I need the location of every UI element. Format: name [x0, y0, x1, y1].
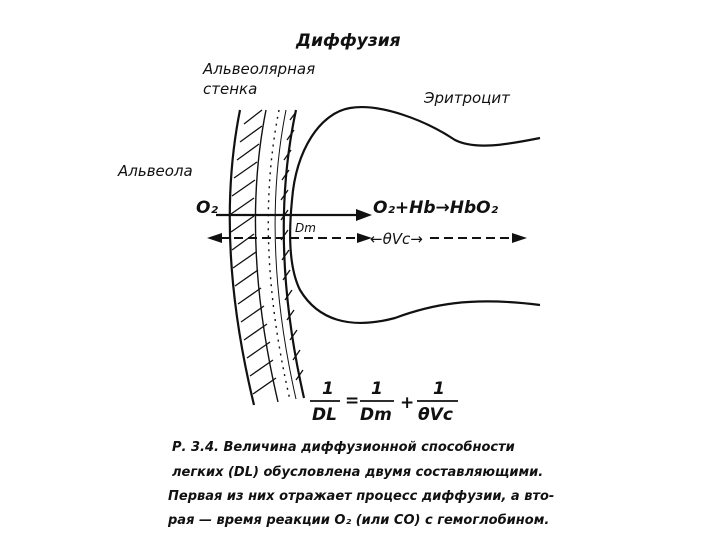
caption-line-3: Первая из них отражает процесс диффузии,… — [168, 489, 554, 504]
ovc-arrow — [430, 233, 527, 243]
caption-line-2: легких (DL) обусловлена двумя составляющ… — [172, 465, 543, 480]
eq-term2-denominator: θVc — [418, 405, 453, 425]
eq-equals: = — [345, 391, 359, 411]
wall-outer-edge — [228, 109, 256, 406]
caption-line-1: Р. 3.4. Величина диффузионной способност… — [172, 440, 515, 455]
eq-term2-numerator: 1 — [433, 379, 445, 399]
ovc-label: ←θVc→ — [370, 230, 423, 248]
eq-lhs-numerator: 1 — [322, 379, 334, 399]
eq-term1-numerator: 1 — [371, 379, 383, 399]
wall-inner-edge — [282, 109, 306, 399]
wall-inner-line — [254, 109, 279, 403]
diffusion-equation: 1 DL = 1 Dm + 1 θVc — [310, 379, 458, 425]
wall-hatching — [230, 109, 304, 395]
eq-plus: + — [400, 393, 414, 413]
reaction-label: O₂+Hb→HbO₂ — [373, 198, 499, 218]
erythrocyte-outline — [288, 106, 541, 325]
caption-line-4: рая — время реакции O₂ (или CO) с гемогл… — [167, 513, 549, 528]
alveolar-wall-label-line2: стенка — [203, 80, 257, 98]
o2-label: O₂ — [196, 198, 218, 218]
alveola-label: Альвеола — [117, 162, 193, 180]
wall-second-line — [274, 109, 297, 400]
o2-diffusion-arrow — [216, 209, 372, 221]
figure-caption: Р. 3.4. Величина диффузионной способност… — [167, 440, 554, 528]
alveolar-wall — [228, 109, 306, 406]
dm-arrow — [207, 233, 372, 243]
eq-lhs-denominator: DL — [312, 405, 337, 425]
diagram-title: Диффузия — [295, 31, 401, 51]
dm-label: Dm — [295, 221, 316, 235]
alveolar-wall-label-line1: Альвеолярная — [202, 60, 315, 78]
erythrocyte-label: Эритроцит — [423, 89, 511, 107]
eq-term1-denominator: Dm — [360, 405, 392, 425]
